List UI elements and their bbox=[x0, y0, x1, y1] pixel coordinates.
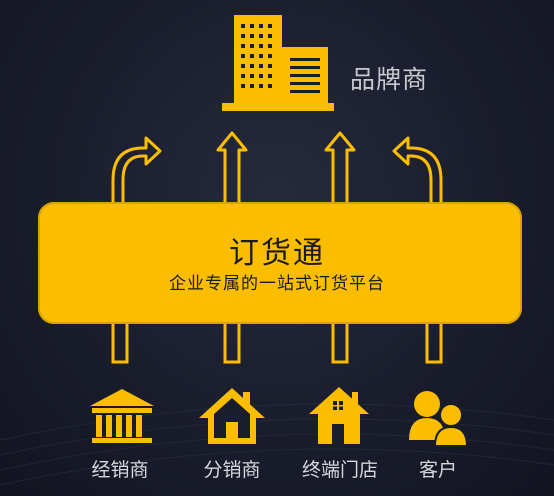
platform-banner bbox=[38, 202, 522, 324]
platform-subtitle: 企业专属的一站式订货平台 bbox=[169, 274, 385, 294]
background-curves bbox=[0, 403, 554, 486]
straight-arrow-2 bbox=[324, 131, 356, 204]
office-building-icon bbox=[222, 15, 334, 111]
curved-arrow-right bbox=[392, 136, 443, 204]
store-icon bbox=[309, 387, 369, 444]
house-icon bbox=[199, 388, 265, 444]
platform-title: 订货通 bbox=[229, 236, 325, 271]
users-icon bbox=[409, 391, 469, 447]
node-label-store: 终端门店 bbox=[301, 459, 378, 481]
curved-arrow-left bbox=[111, 136, 162, 204]
straight-arrow-1 bbox=[216, 131, 248, 204]
brand-label: 品牌商 bbox=[350, 65, 429, 94]
bank-building-icon bbox=[90, 389, 154, 443]
node-label-dealer: 经销商 bbox=[91, 459, 149, 481]
node-label-distributor: 分销商 bbox=[203, 459, 261, 481]
upward-arrows bbox=[111, 131, 443, 204]
lower-shafts bbox=[111, 322, 443, 364]
node-label-customer: 客户 bbox=[418, 459, 457, 481]
